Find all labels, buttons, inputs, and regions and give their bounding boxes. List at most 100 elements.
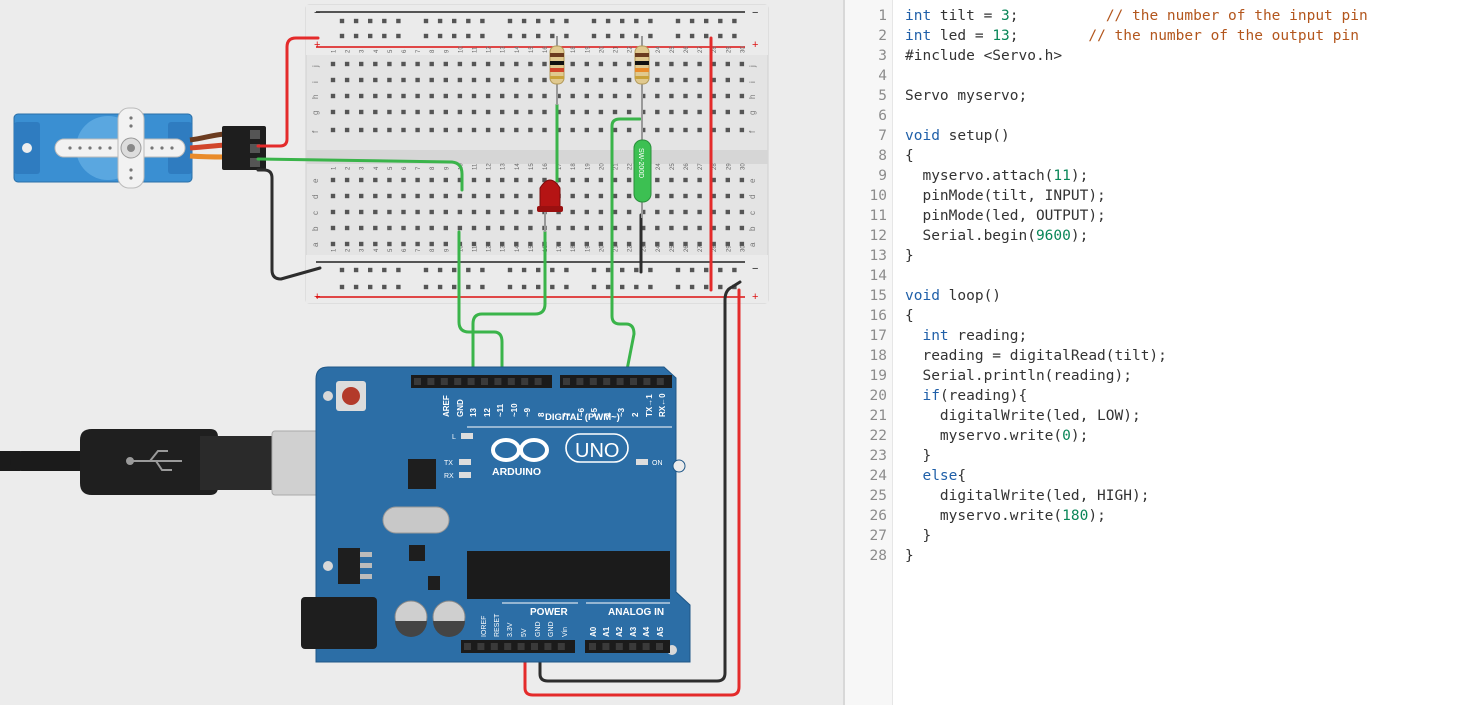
rail-hole[interactable] — [718, 18, 723, 24]
rail-hole[interactable] — [521, 267, 527, 273]
code-line[interactable]: 13} — [845, 246, 1457, 266]
breadboard-hole[interactable] — [415, 127, 420, 133]
breadboard-hole[interactable] — [415, 93, 420, 99]
breadboard-hole[interactable] — [387, 193, 392, 199]
breadboard-hole[interactable] — [669, 109, 674, 115]
rail-hole[interactable] — [382, 33, 387, 39]
breadboard-hole[interactable] — [401, 225, 406, 231]
breadboard-hole[interactable] — [626, 93, 632, 99]
breadboard-hole[interactable] — [697, 93, 702, 99]
breadboard-hole[interactable] — [556, 241, 561, 247]
rail-hole[interactable] — [507, 267, 513, 273]
breadboard-hole[interactable] — [584, 177, 589, 183]
breadboard-hole[interactable] — [485, 193, 491, 199]
header-pin-hole[interactable] — [642, 643, 650, 650]
breadboard-hole[interactable] — [655, 127, 660, 133]
breadboard-hole[interactable] — [373, 109, 378, 115]
breadboard-hole[interactable] — [683, 209, 688, 215]
code-line[interactable]: 18 reading = digitalRead(tilt); — [845, 346, 1457, 366]
line-text[interactable]: { — [905, 146, 914, 166]
breadboard-hole[interactable] — [500, 127, 505, 133]
rail-hole[interactable] — [564, 33, 569, 39]
breadboard-hole[interactable] — [330, 193, 336, 199]
breadboard-hole[interactable] — [500, 177, 505, 183]
rail-hole[interactable] — [521, 284, 527, 290]
breadboard-hole[interactable] — [514, 61, 519, 67]
breadboard-hole[interactable] — [725, 241, 730, 247]
breadboard-hole[interactable] — [401, 109, 406, 115]
breadboard-hole[interactable] — [401, 177, 406, 183]
breadboard-hole[interactable] — [415, 225, 420, 231]
breadboard-hole[interactable] — [401, 77, 406, 83]
breadboard-hole[interactable] — [711, 225, 716, 231]
header-pin-hole[interactable] — [504, 643, 512, 650]
breadboard-hole[interactable] — [443, 93, 448, 99]
breadboard-hole[interactable] — [457, 93, 463, 99]
breadboard-hole[interactable] — [655, 77, 660, 83]
breadboard-hole[interactable] — [429, 225, 434, 231]
breadboard-hole[interactable] — [373, 77, 378, 83]
breadboard-hole[interactable] — [570, 225, 575, 231]
breadboard-hole[interactable] — [387, 61, 392, 67]
rail-hole[interactable] — [521, 33, 527, 39]
rail-hole[interactable] — [634, 18, 639, 24]
rail-hole[interactable] — [466, 18, 471, 24]
breadboard-hole[interactable] — [612, 193, 618, 199]
breadboard-hole[interactable] — [514, 209, 519, 215]
breadboard-hole[interactable] — [612, 241, 618, 247]
line-text[interactable]: Serial.println(reading); — [905, 366, 1132, 386]
breadboard-hole[interactable] — [697, 225, 702, 231]
line-text[interactable]: int reading; — [905, 326, 1027, 346]
breadboard-hole[interactable] — [401, 193, 406, 199]
rail-hole[interactable] — [718, 33, 723, 39]
breadboard-hole[interactable] — [711, 241, 716, 247]
line-text[interactable]: else{ — [905, 466, 966, 486]
header-pin-hole[interactable] — [414, 378, 421, 385]
breadboard-hole[interactable] — [359, 193, 364, 199]
line-text[interactable]: pinMode(tilt, INPUT); — [905, 186, 1105, 206]
breadboard-hole[interactable] — [359, 241, 364, 247]
breadboard-hole[interactable] — [556, 93, 561, 99]
breadboard-hole[interactable] — [330, 109, 336, 115]
breadboard-hole[interactable] — [359, 77, 364, 83]
breadboard-hole[interactable] — [612, 93, 618, 99]
breadboard-hole[interactable] — [598, 61, 604, 67]
rail-hole[interactable] — [396, 33, 401, 39]
header-pin-hole[interactable] — [544, 643, 552, 650]
code-line[interactable]: 6 — [845, 106, 1457, 126]
rail-hole[interactable] — [634, 33, 639, 39]
rail-hole[interactable] — [620, 33, 625, 39]
line-text[interactable]: digitalWrite(led, HIGH); — [905, 486, 1150, 506]
line-text[interactable]: if(reading){ — [905, 386, 1027, 406]
breadboard-hole[interactable] — [570, 93, 575, 99]
header-holes[interactable] — [414, 378, 664, 650]
breadboard-hole[interactable] — [598, 241, 604, 247]
rail-hole[interactable] — [648, 33, 653, 39]
header-pin-hole[interactable] — [656, 643, 663, 650]
breadboard-hole[interactable] — [626, 177, 632, 183]
line-text[interactable]: int tilt = 3; // the number of the input… — [905, 6, 1368, 26]
breadboard-hole[interactable] — [528, 127, 533, 133]
breadboard-hole[interactable] — [683, 225, 688, 231]
breadboard-hole[interactable] — [556, 177, 561, 183]
wire-pin3[interactable] — [610, 283, 636, 382]
breadboard-hole[interactable] — [626, 241, 632, 247]
rail-hole[interactable] — [480, 18, 485, 24]
breadboard-hole[interactable] — [401, 209, 406, 215]
breadboard-hole[interactable] — [655, 193, 660, 199]
header-pin-hole[interactable] — [630, 378, 637, 385]
breadboard-hole[interactable] — [330, 61, 336, 67]
breadboard-hole[interactable] — [401, 61, 406, 67]
breadboard-hole[interactable] — [359, 177, 364, 183]
breadboard-hole[interactable] — [669, 93, 674, 99]
breadboard-hole[interactable] — [514, 77, 519, 83]
breadboard-hole[interactable] — [739, 177, 745, 183]
rail-hole[interactable] — [382, 284, 387, 290]
breadboard-hole[interactable] — [584, 225, 589, 231]
rail-hole[interactable] — [605, 33, 611, 39]
breadboard-hole[interactable] — [598, 109, 604, 115]
breadboard-hole[interactable] — [669, 77, 674, 83]
breadboard-hole[interactable] — [711, 209, 716, 215]
